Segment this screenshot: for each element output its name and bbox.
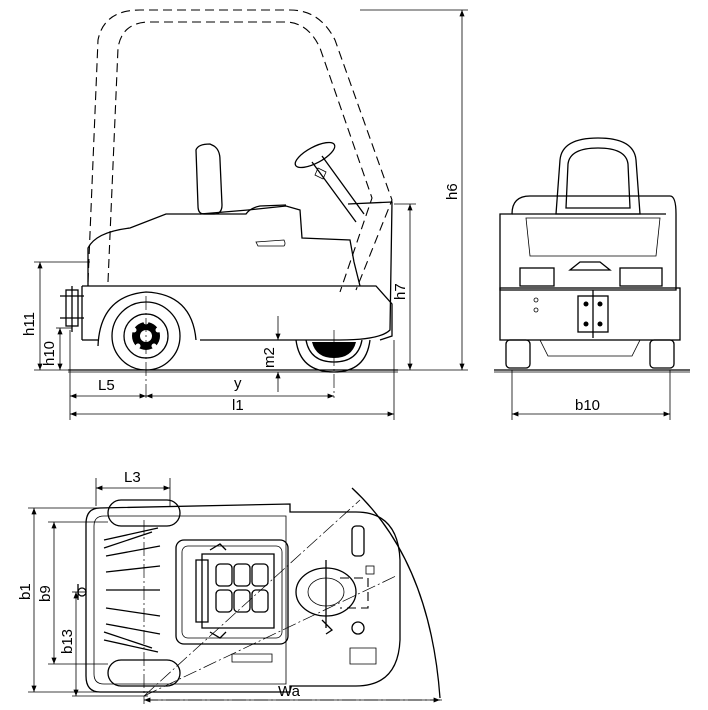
side-view: h6 h7 h11 h10 m2 L5 y l1 — [21, 9, 468, 420]
h7-label: h7 — [392, 283, 409, 300]
L5-label: L5 — [98, 377, 115, 394]
overhead-guard — [87, 9, 393, 291]
l1-label: l1 — [232, 397, 244, 414]
operator-compartment — [175, 539, 289, 645]
L3-label: L3 — [124, 469, 141, 486]
top-seat — [195, 543, 275, 639]
b1-label: b1 — [17, 583, 34, 600]
seat — [195, 143, 223, 215]
h6-label: h6 — [444, 183, 461, 200]
top-steering — [295, 560, 369, 635]
h11-label: h11 — [21, 312, 38, 336]
chassis — [82, 285, 393, 341]
rear-wheel — [295, 339, 371, 373]
y-label: y — [234, 375, 242, 392]
front-seat — [555, 137, 641, 215]
Wa-label: Wa — [278, 683, 301, 700]
b10-label: b10 — [575, 397, 600, 414]
m2-label: m2 — [261, 347, 278, 368]
h10-label: h10 — [41, 341, 58, 366]
turning-arc — [351, 487, 441, 699]
b13-label: b13 — [59, 629, 76, 654]
steering-wheel — [294, 141, 336, 169]
front-view: b10 — [494, 137, 690, 420]
front-tow-plate — [577, 290, 609, 338]
top-view: L3 b1 b9 b13 Wa — [17, 469, 442, 704]
floor-ribs — [103, 527, 161, 653]
tow-coupling — [60, 286, 84, 332]
body — [87, 205, 361, 287]
front-body — [499, 195, 677, 291]
b9-label: b9 — [37, 585, 54, 602]
